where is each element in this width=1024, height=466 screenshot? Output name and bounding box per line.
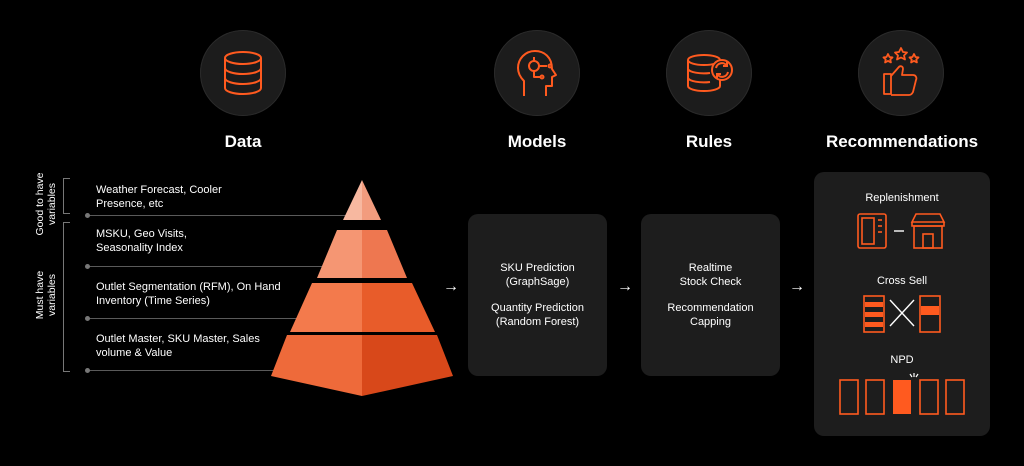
guide-line-1	[88, 215, 350, 216]
guide-dot-1	[85, 213, 90, 218]
models-quantity-prediction: Quantity Prediction	[491, 302, 584, 314]
good-to-have-label: Good to have variables	[34, 172, 58, 236]
must-have-bracket	[63, 222, 70, 372]
models-graphsage: (GraphSage)	[505, 276, 570, 288]
database-icon	[224, 51, 262, 95]
data-heading: Data	[224, 132, 262, 151]
pyramid-tier-2-shade	[362, 230, 407, 278]
guide-dot-3	[85, 316, 90, 321]
rules-heading: Rules	[685, 132, 733, 151]
replenishment-label: Replenishment	[865, 192, 939, 204]
cross-sell-label: Cross Sell	[876, 275, 928, 287]
ai-head-icon	[517, 50, 557, 96]
rules-recommendation: Recommendation	[667, 302, 754, 314]
replenishment-icon	[857, 213, 946, 249]
data-layer-weather: Weather Forecast, Cooler Presence, etc	[96, 184, 222, 210]
rules-icon-circle	[666, 30, 752, 116]
arrow-data-to-models: →	[443, 278, 459, 295]
recommendations-panel: Replenishment Cross Sell NPD	[814, 172, 990, 436]
models-sku-prediction: SKU Prediction	[500, 262, 575, 274]
guide-dot-2	[85, 264, 90, 269]
guide-dot-4	[85, 368, 90, 373]
npd-label: NPD	[890, 354, 914, 366]
must-have-label: Must have variables	[34, 270, 58, 320]
rules-stock-check: Stock Check	[679, 276, 742, 288]
data-pyramid	[271, 180, 453, 396]
pyramid-tier-3	[290, 283, 362, 332]
pyramid-tier-2	[317, 230, 362, 278]
recommendations-heading: Recommendations	[825, 132, 979, 151]
arrow-models-to-rules: →	[617, 278, 633, 295]
rules-panel: Realtime Stock Check Recommendation Capp…	[641, 214, 780, 376]
guide-line-4	[88, 370, 288, 371]
database-sync-icon	[687, 54, 733, 92]
guide-line-2	[88, 266, 338, 267]
models-heading: Models	[507, 132, 567, 151]
cross-sell-icon	[863, 295, 941, 333]
models-icon-circle	[494, 30, 580, 116]
guide-line-3	[88, 318, 308, 319]
pyramid-tier-4-shade	[362, 335, 453, 396]
recommendations-icon-circle	[858, 30, 944, 116]
models-panel: SKU Prediction (GraphSage) Quantity Pred…	[468, 214, 607, 376]
pyramid-tier-3-shade	[362, 283, 435, 332]
data-layer-outlet-segmentation: Outlet Segmentation (RFM), On Hand Inven…	[96, 281, 281, 307]
thumbs-up-stars-icon	[882, 47, 920, 96]
rules-realtime: Realtime	[688, 262, 733, 274]
arrow-rules-to-recommendations: →	[789, 278, 805, 295]
data-icon-circle	[200, 30, 286, 116]
npd-icon	[839, 373, 965, 415]
rules-capping: Capping	[690, 316, 731, 328]
pyramid-tier-4	[271, 335, 362, 396]
data-layer-outlet-master: Outlet Master, SKU Master, Sales volume …	[96, 333, 260, 359]
pyramid-tier-1-shade	[362, 180, 381, 220]
data-layer-msku: MSKU, Geo Visits, Seasonality Index	[96, 228, 187, 254]
pyramid-tier-1	[343, 180, 362, 220]
models-random-forest: (Random Forest)	[495, 316, 580, 328]
good-to-have-bracket	[63, 178, 70, 214]
